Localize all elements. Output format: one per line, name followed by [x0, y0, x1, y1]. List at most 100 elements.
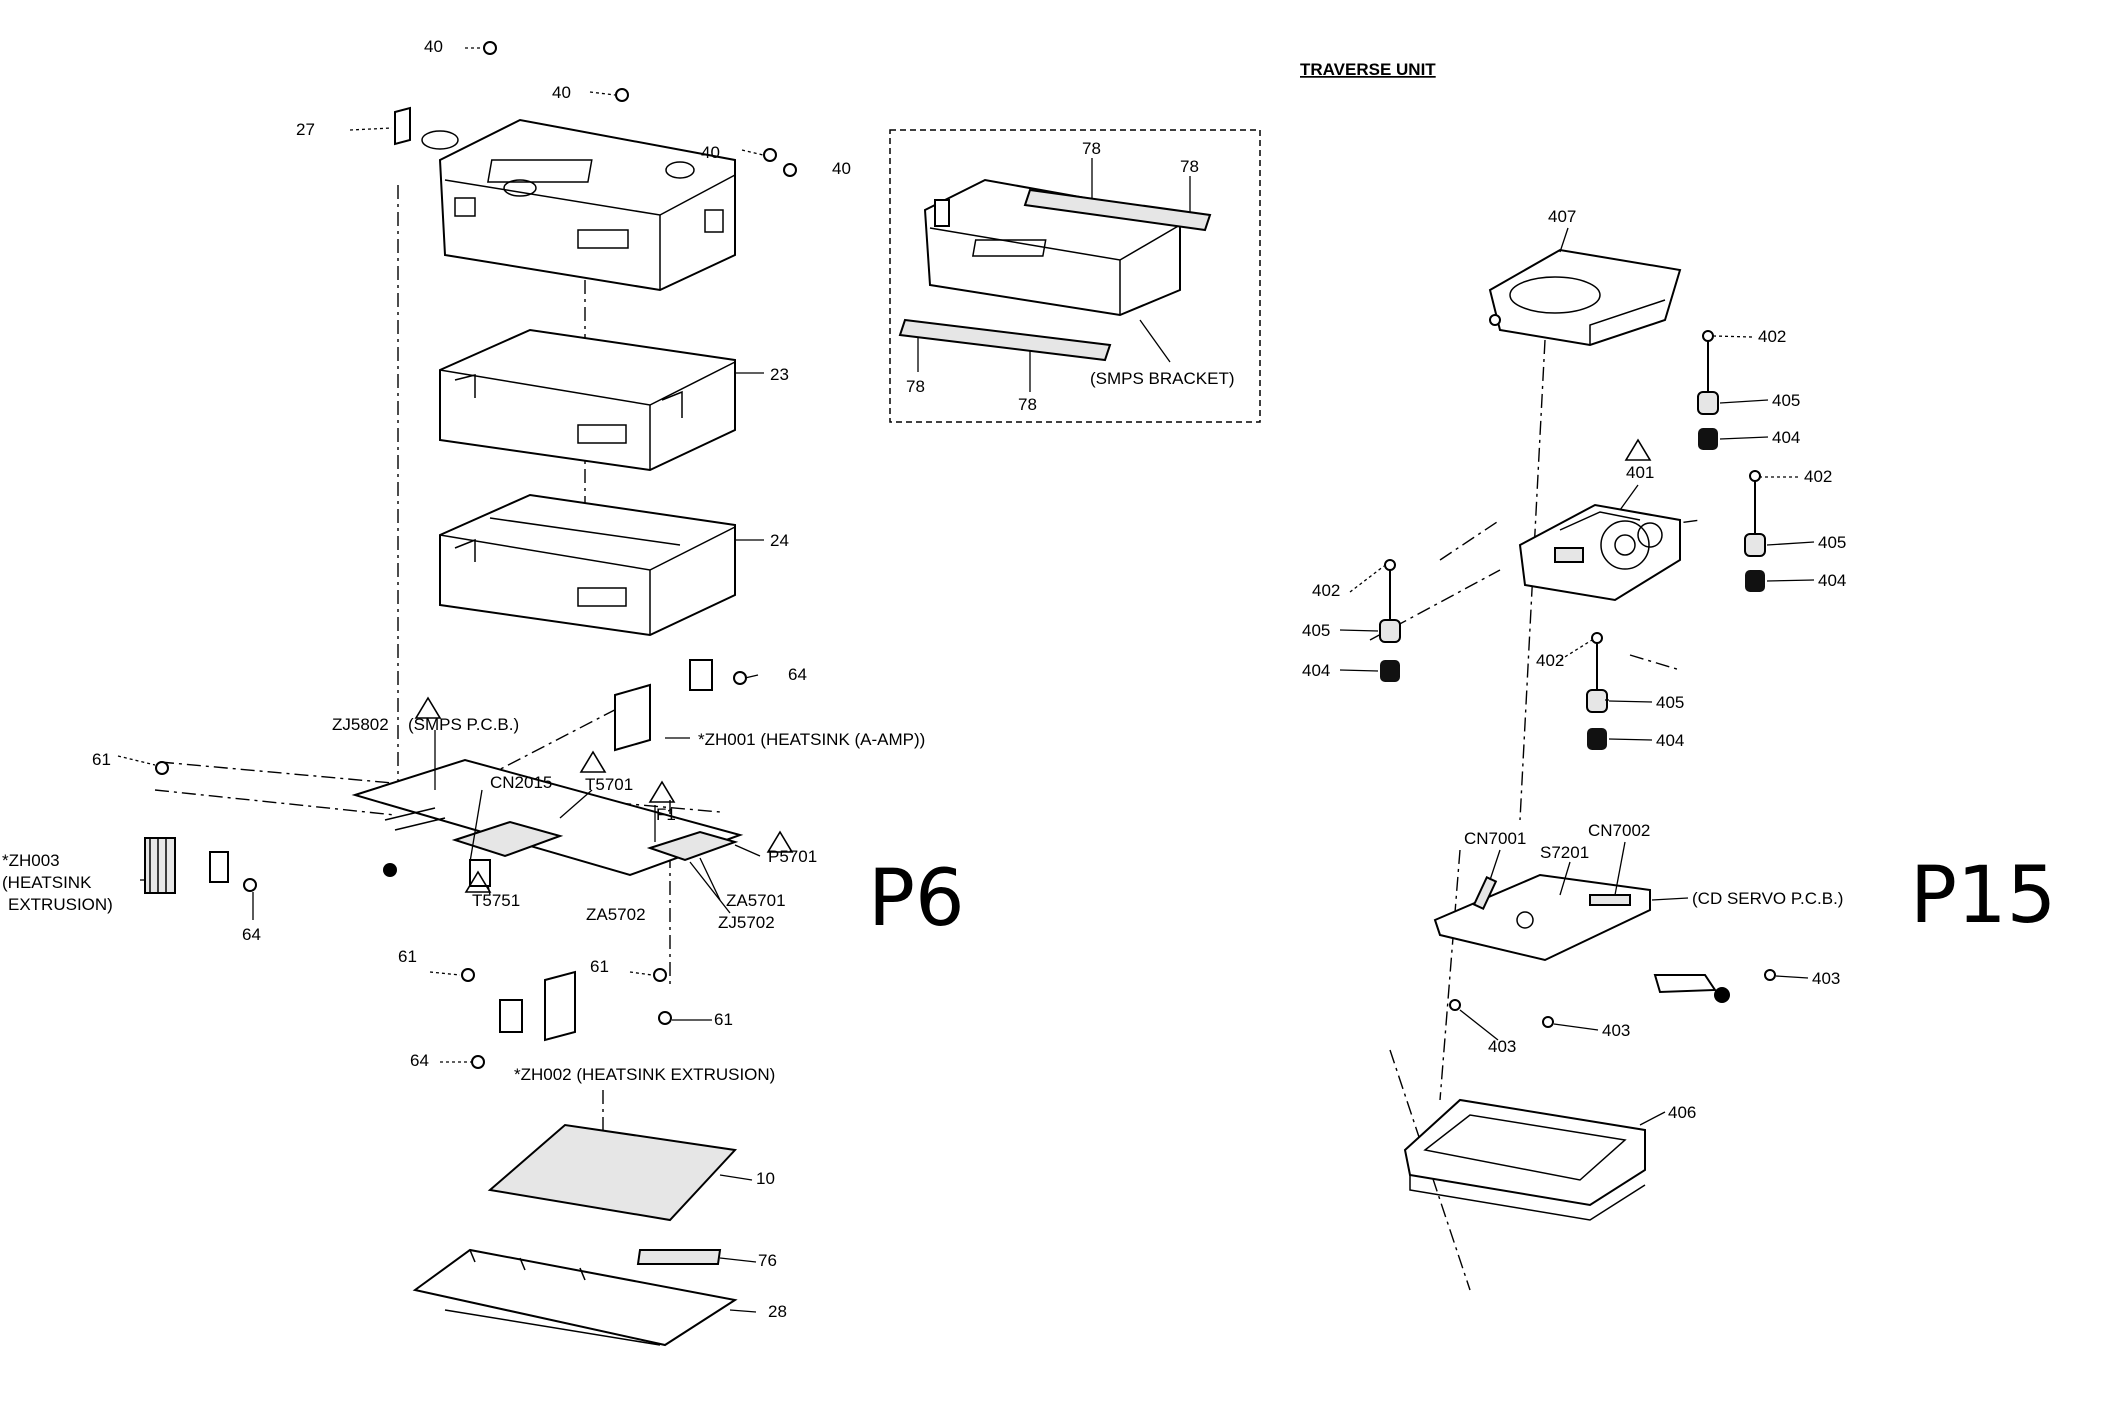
label-404a: 404 — [1772, 428, 1800, 447]
label-405d: 405 — [1656, 693, 1684, 712]
guide-line-pcb-top — [159, 761, 721, 813]
label-402a: 402 — [1758, 327, 1786, 346]
label-76: 76 — [758, 1251, 777, 1270]
guide-line-406 — [1389, 1049, 1471, 1291]
label-40c: 40 — [701, 143, 720, 162]
label-78a: 78 — [1082, 139, 1101, 158]
traverse-mechanism-401 — [1518, 503, 1681, 602]
label-405b: 405 — [1818, 533, 1846, 552]
label-403c: 403 — [1488, 1037, 1516, 1056]
screw-403b — [1542, 1016, 1554, 1028]
smps-bracket-chassis — [394, 106, 736, 292]
label-zh003-line2: (HEATSINK — [2, 873, 92, 892]
label-cn2015: CN2015 — [490, 773, 552, 792]
screw-40a — [483, 41, 497, 55]
label-27: 27 — [296, 120, 315, 139]
label-402d: 402 — [1536, 651, 1564, 670]
label-61d: 61 — [714, 1010, 733, 1029]
label-78b: 78 — [1180, 157, 1199, 176]
heatsink-zh003 — [144, 837, 176, 894]
label-cn7002: CN7002 — [1588, 821, 1650, 840]
label-407: 407 — [1548, 207, 1576, 226]
screw-40d — [783, 163, 797, 177]
heatsink-zh002 — [471, 970, 576, 1069]
damper-set-left — [1379, 559, 1401, 682]
screw-61d — [658, 1011, 672, 1025]
label-40d: 40 — [832, 159, 851, 178]
label-404c: 404 — [1302, 661, 1330, 680]
label-23: 23 — [770, 365, 789, 384]
label-zj5702: ZJ5702 — [718, 913, 775, 932]
label-78d: 78 — [1018, 395, 1037, 414]
screw-61b — [461, 968, 475, 982]
label-402b: 402 — [1804, 467, 1832, 486]
label-404b: 404 — [1818, 571, 1846, 590]
handwritten-p15: P15 — [1910, 851, 2056, 941]
tray-407 — [1488, 248, 1682, 347]
base-28 — [412, 1248, 738, 1347]
label-61a: 61 — [92, 750, 111, 769]
strip-78-top — [1023, 188, 1212, 232]
label-406: 406 — [1668, 1103, 1696, 1122]
label-za5702: ZA5702 — [586, 905, 646, 924]
screw-403a — [1449, 999, 1461, 1011]
label-zj5802: ZJ5802 — [332, 715, 389, 734]
screw-61a — [155, 761, 169, 775]
label-za5701: ZA5701 — [726, 891, 786, 910]
cover-24 — [439, 493, 736, 637]
smps-pcb — [351, 758, 744, 887]
label-405a: 405 — [1772, 391, 1800, 410]
label-smps-bracket: (SMPS BRACKET) — [1090, 369, 1235, 388]
label-smps-pcb: (SMPS P.C.B.) — [408, 715, 519, 734]
label-61b: 61 — [398, 947, 417, 966]
base-406 — [1403, 1098, 1646, 1221]
label-404d: 404 — [1656, 731, 1684, 750]
label-64b: 64 — [242, 925, 261, 944]
label-t5701: T5701 — [585, 775, 633, 794]
inset-box — [889, 129, 1261, 423]
label-s7201: S7201 — [1540, 843, 1589, 862]
label-f1: F1 — [656, 805, 676, 824]
screw-40b — [615, 88, 629, 102]
handwritten-p6: P6 — [868, 854, 965, 944]
cover-23 — [439, 328, 736, 472]
warning-triangle-icon — [414, 438, 1652, 893]
title-traverse-unit: TRAVERSE UNIT — [1300, 60, 1436, 79]
transistor-left — [209, 851, 257, 892]
label-zh002: *ZH002 (HEATSINK EXTRUSION) — [514, 1065, 775, 1084]
guide-line-servo — [1439, 849, 1461, 1101]
screw-40c — [763, 148, 777, 162]
label-28: 28 — [768, 1302, 787, 1321]
strip-78-bottom — [898, 318, 1112, 362]
label-40a: 40 — [424, 37, 443, 56]
label-zh003-line3: EXTRUSION) — [8, 895, 113, 914]
label-p5701: P5701 — [768, 847, 817, 866]
label-40b: 40 — [552, 83, 571, 102]
label-78c: 78 — [906, 377, 925, 396]
label-10: 10 — [756, 1169, 775, 1188]
screw-61c — [653, 968, 667, 982]
label-401: 401 — [1626, 463, 1654, 482]
cd-servo-pcb — [1433, 873, 1730, 1003]
label-64c: 64 — [410, 1051, 429, 1070]
label-61c: 61 — [590, 957, 609, 976]
screw-403c — [1764, 969, 1776, 981]
damper-set-upper-right — [1697, 330, 1719, 450]
guide-line-pcb-left — [154, 789, 396, 816]
label-64a: 64 — [788, 665, 807, 684]
label-cd-servo-pcb: (CD SERVO P.C.B.) — [1692, 889, 1843, 908]
label-24: 24 — [770, 531, 789, 550]
label-403b: 403 — [1602, 1021, 1630, 1040]
label-zh003-line1: *ZH003 — [2, 851, 60, 870]
label-cn7001: CN7001 — [1464, 829, 1526, 848]
insulation-sheet-10 — [487, 1123, 738, 1222]
part-76 — [636, 1249, 722, 1265]
label-403a: 403 — [1812, 969, 1840, 988]
label-405c: 405 — [1302, 621, 1330, 640]
label-t5751: T5751 — [472, 891, 520, 910]
label-zh001: *ZH001 (HEATSINK (A-AMP)) — [698, 730, 925, 749]
damper-set-lower — [1586, 632, 1608, 750]
damper-set-mid-right — [1744, 470, 1766, 592]
